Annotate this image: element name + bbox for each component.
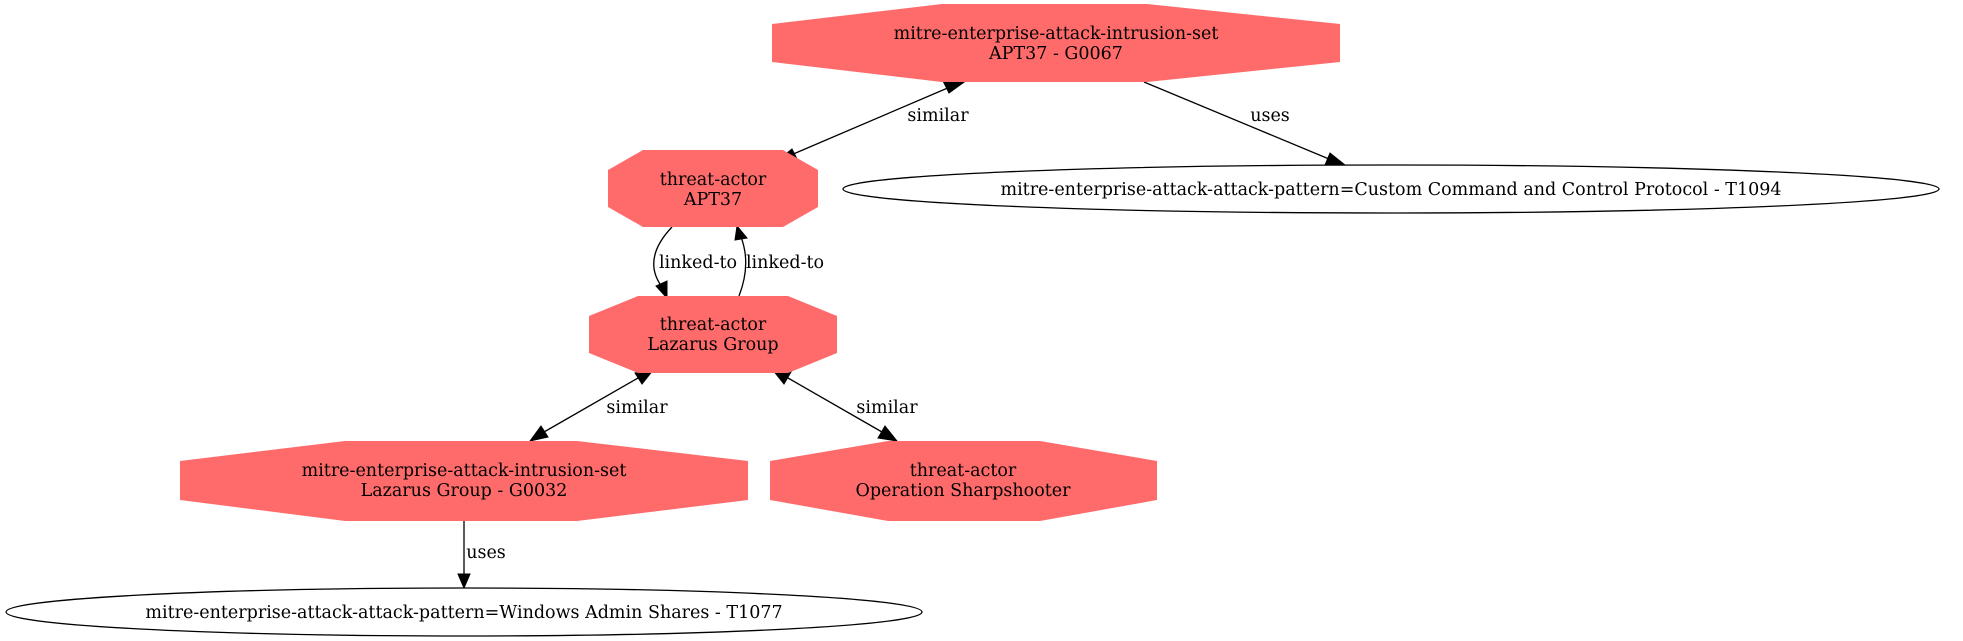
edge-apt37-intrusion-apt37-actor: similar	[776, 79, 969, 162]
edge-label: linked-to	[746, 253, 824, 273]
arrowhead	[877, 425, 899, 442]
edge-apt37-actor-lazarus-actor: linked-to	[653, 226, 737, 300]
arrowhead	[1324, 152, 1347, 166]
node-type-label: threat-actor	[660, 315, 767, 335]
node-sharpshooter-threat-actor[interactable]: threat-actor Operation Sharpshooter	[770, 441, 1157, 521]
arrowhead	[528, 425, 549, 442]
node-name-label: Operation Sharpshooter	[855, 481, 1071, 501]
edge-lazarus-intrusion-admin-shares: uses	[457, 521, 506, 590]
edge-label: similar	[606, 398, 668, 418]
edge-lazarus-actor-lazarus-intrusion: similar	[528, 368, 668, 442]
node-type-label: threat-actor	[910, 461, 1017, 481]
arrowhead	[655, 280, 668, 300]
node-lazarus-threat-actor[interactable]: threat-actor Lazarus Group	[589, 296, 837, 373]
node-type-label: mitre-enterprise-attack-intrusion-set	[894, 24, 1219, 44]
node-shape	[770, 441, 1157, 521]
edge-label: linked-to	[659, 253, 737, 273]
node-label: mitre-enterprise-attack-attack-pattern=C…	[1000, 180, 1781, 200]
node-shape	[608, 150, 818, 227]
node-lazarus-intrusion-set[interactable]: mitre-enterprise-attack-intrusion-set La…	[180, 441, 748, 521]
edge-label: uses	[1250, 106, 1290, 126]
node-apt37-intrusion-set[interactable]: mitre-enterprise-attack-intrusion-set AP…	[772, 4, 1340, 82]
node-shape	[180, 441, 748, 521]
node-name-label: APT37	[683, 190, 742, 210]
arrowhead	[734, 224, 748, 241]
node-admin-shares-attack-pattern[interactable]: mitre-enterprise-attack-attack-pattern=W…	[5, 587, 923, 637]
edge-lazarus-actor-apt37-actor: linked-to	[734, 224, 824, 297]
node-shape	[589, 296, 837, 373]
node-label: mitre-enterprise-attack-attack-pattern=W…	[145, 603, 782, 623]
node-shape	[842, 164, 1940, 214]
node-shape	[772, 4, 1340, 82]
node-name-label: Lazarus Group	[647, 335, 778, 355]
node-type-label: mitre-enterprise-attack-intrusion-set	[302, 461, 627, 481]
edge-label: similar	[907, 106, 969, 126]
node-name-label: APT37 - G0067	[988, 44, 1123, 64]
arrowhead	[457, 573, 471, 590]
edge-label: similar	[856, 398, 918, 418]
node-name-label: Lazarus Group - G0032	[361, 481, 568, 501]
edge-label: uses	[466, 543, 506, 563]
node-shape	[5, 587, 923, 637]
node-type-label: threat-actor	[660, 170, 767, 190]
node-custom-c2-attack-pattern[interactable]: mitre-enterprise-attack-attack-pattern=C…	[842, 164, 1940, 214]
edge-apt37-intrusion-custom-c2: uses	[1143, 81, 1347, 166]
edge-lazarus-actor-sharpshooter: similar	[770, 368, 918, 442]
node-apt37-threat-actor[interactable]: threat-actor APT37	[608, 150, 818, 227]
